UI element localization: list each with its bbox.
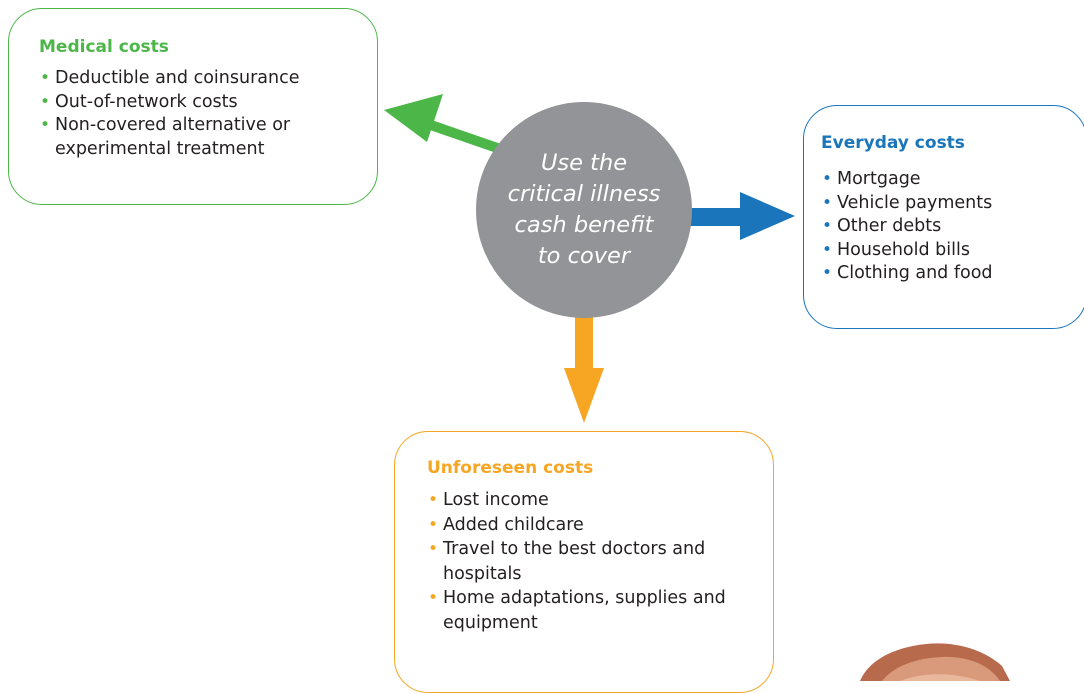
medical-costs-box: Medical costs •Deductible and coinsuranc… <box>8 8 378 205</box>
bullet-icon: • <box>822 239 833 260</box>
photo-fragment <box>860 643 1010 681</box>
arrow-to-medical <box>384 94 505 155</box>
everyday-costs-list: •Mortgage •Vehicle payments •Other debts… <box>821 168 1084 286</box>
list-item: •Clothing and food <box>821 262 1084 286</box>
list-item: •Lost income <box>427 488 773 513</box>
everyday-costs-box: Everyday costs •Mortgage •Vehicle paymen… <box>803 105 1084 329</box>
center-circle: Use the critical illness cash benefit to… <box>476 102 692 318</box>
bullet-icon: • <box>822 169 833 189</box>
bullet-icon: • <box>40 91 51 112</box>
list-item: •Vehicle payments <box>821 192 1084 216</box>
center-text: Use the critical illness cash benefit to… <box>507 150 661 269</box>
list-item: •Home adaptations, supplies and equipmen… <box>428 588 726 633</box>
bullet-icon: • <box>428 490 439 510</box>
bullet-icon: • <box>822 216 833 237</box>
list-item: •Added childcare <box>427 513 773 538</box>
bullet-icon: • <box>428 588 439 608</box>
unforeseen-costs-title: Unforeseen costs <box>427 458 594 478</box>
list-item: •Non-covered alternative or experimental… <box>40 115 291 159</box>
bullet-icon: • <box>822 263 833 284</box>
bullet-icon: • <box>40 68 51 88</box>
everyday-costs-title: Everyday costs <box>821 133 965 153</box>
medical-costs-list: •Deductible and coinsurance •Out-of-netw… <box>39 67 377 161</box>
list-item: •Deductible and coinsurance <box>39 67 377 91</box>
bullet-icon: • <box>428 514 439 535</box>
bullet-icon: • <box>40 115 51 136</box>
medical-costs-title: Medical costs <box>39 37 169 57</box>
arrow-to-unforeseen <box>564 312 604 423</box>
arrow-to-everyday <box>686 192 795 240</box>
list-item: •Mortgage <box>821 168 1084 192</box>
unforeseen-costs-box: Unforeseen costs •Lost income •Added chi… <box>394 431 774 693</box>
list-item: •Other debts <box>821 215 1084 239</box>
list-item: •Household bills <box>821 239 1084 263</box>
unforeseen-costs-list: •Lost income •Added childcare •Travel to… <box>427 488 773 635</box>
list-item: •Out-of-network costs <box>39 91 377 115</box>
bullet-icon: • <box>822 192 833 213</box>
bullet-icon: • <box>428 539 439 559</box>
list-item: •Travel to the best doctors and hospital… <box>428 539 706 584</box>
